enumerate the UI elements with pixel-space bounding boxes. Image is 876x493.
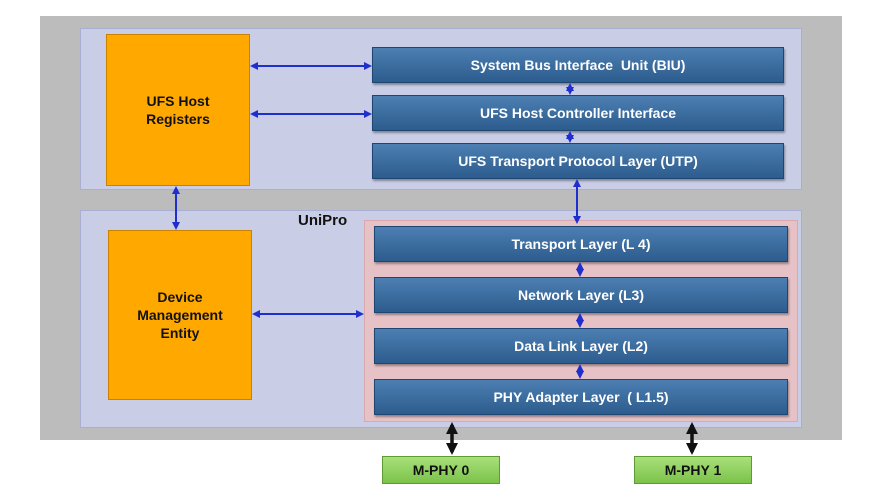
unipro-label: UniPro <box>298 212 348 229</box>
host-controller-interface-layer: UFS Host Controller Interface <box>372 95 784 131</box>
mphy-1-box: M-PHY 1 <box>634 456 752 484</box>
data-link-layer: Data Link Layer (L2) <box>374 328 788 364</box>
phy-adapter-layer: PHY Adapter Layer ( L1.5) <box>374 379 788 415</box>
mphy-0-box: M-PHY 0 <box>382 456 500 484</box>
utp-layer: UFS Transport Protocol Layer (UTP) <box>372 143 784 179</box>
ufs-host-registers-box: UFS Host Registers <box>106 34 250 186</box>
biu-layer: System Bus Interface Unit (BIU) <box>372 47 784 83</box>
network-layer: Network Layer (L3) <box>374 277 788 313</box>
device-management-entity-box: Device Management Entity <box>108 230 252 400</box>
transport-layer: Transport Layer (L 4) <box>374 226 788 262</box>
